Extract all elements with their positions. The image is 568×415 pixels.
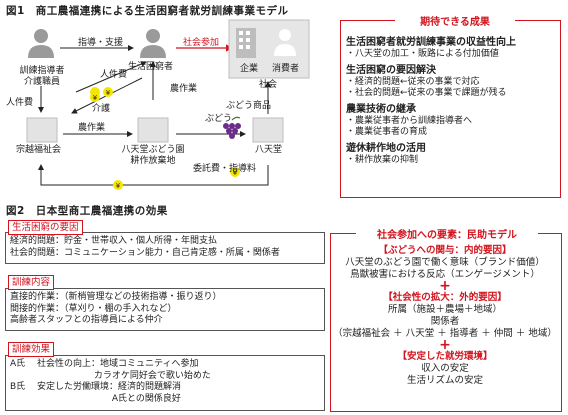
- sec1-box: 経済的問題：貯金・世帯収入・個人所得・年間支払社会的問題：コミュニケーション能力…: [5, 232, 325, 264]
- org-left-box: [26, 117, 58, 143]
- results-box: [340, 20, 561, 198]
- model-line: 収入の安定: [421, 363, 469, 374]
- result-group-title: 遊休耕作地の活用: [346, 142, 426, 154]
- farm-work-label: 農作業: [78, 123, 106, 133]
- model-line: 所属（施設＋農場＋地域）: [387, 304, 502, 315]
- model-box: [330, 233, 562, 412]
- plus-sign: +: [439, 278, 451, 294]
- result-item: ・社会的問題←従来の事業で課題が残る: [346, 88, 507, 98]
- results-list: 生活困窮者就労訓練事業の収益性向上・八天堂の加工・販路による付加価値生活困窮の要…: [346, 36, 556, 166]
- cause-line: 社会的問題：コミュニケーション能力・自己肯定感・所属・関係者: [10, 247, 280, 258]
- social-participation-label: 社会参加: [183, 38, 220, 48]
- training-line: 高齢者スタッフとの指導員による仲介: [10, 315, 163, 325]
- model-line: 関係者: [430, 316, 460, 327]
- sec2-label: 訓練内容: [8, 275, 55, 290]
- model-s3-title: 【安定した就労環境】: [397, 351, 493, 362]
- result-item: ・農業従事者の育成: [346, 127, 428, 137]
- consumer-label: 消費者: [272, 64, 300, 74]
- person-needy-icon: [140, 29, 166, 58]
- model-line: 生活リズムの安定: [406, 375, 483, 386]
- nursing-label: 介護: [92, 104, 111, 114]
- sec1-label: 生活困窮の要因: [8, 220, 83, 235]
- trainer-label: 訓練指導者介護職員: [19, 66, 65, 87]
- plus-sign: +: [439, 337, 451, 353]
- result-group-title: 生活困窮者就労訓練事業の収益性向上: [346, 37, 516, 48]
- guidance-label: 指導・支援: [78, 38, 124, 48]
- org-left-label: 宗越福祉会: [16, 145, 62, 155]
- results-heading: 期待できる成果: [395, 13, 515, 28]
- building-icon: [236, 28, 256, 58]
- consumer-icon: [274, 29, 296, 56]
- model-line: （宗越福祉会 ＋ 八天堂 ＋ 指導者 ＋ 仲間 ＋ 地域）: [333, 328, 557, 339]
- needy-label: 生活困窮者: [128, 62, 174, 72]
- org-right-box: [252, 117, 284, 143]
- result-group-title: 農業技術の継承: [346, 103, 416, 115]
- grape-icon: [223, 116, 241, 139]
- sec3-label: 訓練効果: [8, 342, 55, 357]
- labor-cost-label: 人件費: [6, 98, 34, 108]
- model-line: 鳥獣被害における反応（エンゲージメント）: [350, 269, 540, 280]
- org-mid-box: [137, 117, 169, 143]
- effect-line: A氏との関係良好: [10, 393, 181, 404]
- company-label: 企業: [240, 64, 259, 74]
- org-mid-label: 八天堂ぶどう園耕作放棄地: [121, 145, 185, 166]
- person-trainer-icon: [28, 29, 54, 58]
- grape-label: ぶどう: [205, 114, 233, 124]
- effect-line: B氏 安定した労働環境：経済的問題解消: [10, 382, 182, 392]
- result-item: ・八天堂の加工・販路による付加価値: [346, 49, 499, 59]
- yen-coin-icon: [90, 87, 240, 190]
- effect-line: A氏 社会性の向上：地域コミュニティへ参加: [10, 359, 199, 369]
- yen-sign: ¥: [233, 169, 238, 177]
- yen-sign: ¥: [106, 89, 111, 97]
- model-heading: 社会参加への要素：民助モデル: [356, 226, 538, 241]
- yen-sign: ¥: [93, 94, 98, 102]
- commission-label: 委託費・指導料: [193, 164, 257, 174]
- result-item: ・経済的問題←従来の事業で対応: [346, 76, 480, 87]
- model-content: 【ぶどうへの関与：内的要因】 八天堂のぶどう園で働く意味（ブランド価値）鳥獣被害…: [331, 245, 559, 387]
- farm-work-label: 農作業: [170, 84, 198, 94]
- fig1-title: 図1 商工農福連携による生活困窮者就労訓練事業モデル: [6, 5, 289, 17]
- sec2-box: 直接的作業：（新梢管理などの技術指導・振り返り）間接的作業：（草刈り・棚の手入れ…: [5, 288, 325, 331]
- result-group-title: 生活困窮の要因解決: [346, 64, 436, 76]
- society-label: 社会: [259, 80, 278, 90]
- effect-line: カラオケ同好会で歌い始めた: [10, 370, 211, 381]
- result-item: ・農業従事者から訓練指導者へ: [346, 115, 473, 126]
- fig1-diagram: ¥ ¥ ¥ ¥: [26, 19, 310, 190]
- training-line: 直接的作業：（新梢管理などの技術指導・振り返り）: [10, 292, 222, 302]
- fig2-title: 図2 日本型商工農福連携の効果: [6, 205, 168, 217]
- model-s1-title: 【ぶどうへの関与：内的要因】: [378, 245, 512, 256]
- yen-sign: ¥: [116, 182, 121, 190]
- model-line: 八天堂のぶどう園で働く意味（ブランド価値）: [345, 257, 545, 268]
- grape-products-label: ぶどう商品: [226, 101, 272, 111]
- training-line: 間接的作業：（草刈り・棚の手入れなど）: [10, 303, 177, 314]
- model-s2-title: 【社会性の拡大：外的要因】: [383, 292, 507, 303]
- cause-line: 経済的問題：貯金・世帯収入・個人所得・年間支払: [10, 236, 218, 246]
- result-item: ・耕作放棄の抑制: [346, 154, 419, 165]
- labor-cost-label: 人件費: [100, 70, 128, 80]
- org-right-label: 八天堂: [255, 145, 283, 155]
